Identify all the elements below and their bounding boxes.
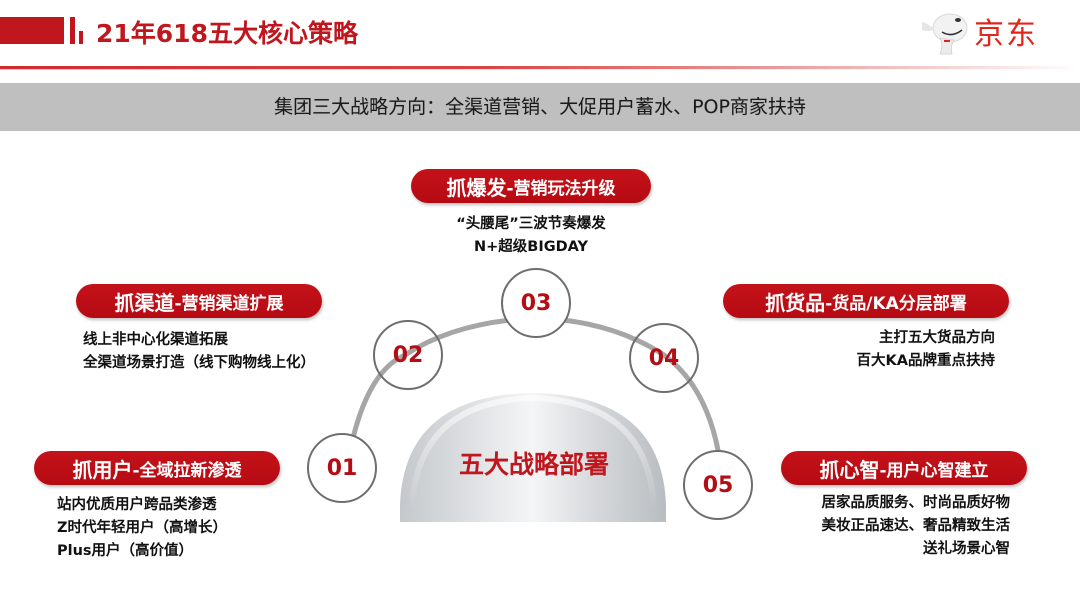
header-accent-block [0,17,64,44]
jd-logo-text: 京东 [974,17,1038,52]
step-number-02: 02 [373,320,443,390]
step-03-line-2: N+超级BIGDAY [473,239,588,255]
step-01-pill: 抓用户-全域拉新渗透 [34,451,280,485]
step-02-description: 线上非中心化渠道拓展 全渠道场景打造（线下购物线上化） [83,329,315,375]
step-05-pill: 抓心智-用户心智建立 [781,451,1027,485]
step-number-04: 04 [629,323,699,393]
step-04-line-1: 主打五大货品方向 [879,330,995,346]
step-04-line-2: 百大KA品牌重点扶持 [856,353,995,369]
step-05-description: 居家品质服务、时尚品质好物 美妆正品速达、奢品精致生活 送礼场景心智 [790,492,1011,561]
banner-text: 集团三大战略方向：全渠道营销、大促用户蓄水、POP商家扶持 [274,96,806,118]
step-02-line-2: 全渠道场景打造（线下购物线上化） [83,355,315,371]
step-01-title: 抓用户 [72,457,133,482]
step-01-subtitle: -全域拉新渗透 [132,460,242,481]
step-04-pill: 抓货品-货品/KA分层部署 [723,284,1009,318]
step-05-title: 抓心智 [819,457,880,482]
step-01-line-1: 站内优质用户跨品类渗透 [57,497,217,513]
step-02-title: 抓渠道 [114,290,175,315]
header-divider [0,66,1080,69]
step-number-03: 03 [501,268,571,338]
header-accent-bar [70,17,75,44]
step-number-01: 01 [307,433,377,503]
step-03-pill: 抓爆发-营销玩法升级 [411,169,651,203]
step-05-line-1: 居家品质服务、时尚品质好物 [821,495,1011,511]
jd-dog-mascot-icon [922,13,968,55]
step-number-05: 05 [683,450,753,520]
step-01-description: 站内优质用户跨品类渗透 Z时代年轻用户（高增长） Plus用户（高价值） [57,494,227,563]
step-04-title: 抓货品 [765,290,826,315]
page-title: 21年618五大核心策略 [96,19,358,48]
step-04-subtitle: -货品/KA分层部署 [825,293,967,314]
strategy-banner: 集团三大战略方向：全渠道营销、大促用户蓄水、POP商家扶持 [0,83,1080,131]
step-03-line-1: “头腰尾”三波节奏爆发 [456,216,606,232]
step-02-subtitle: -营销渠道扩展 [174,293,284,314]
jd-logo: 京东 [918,8,1048,58]
center-label: 五大战略部署 [458,450,609,479]
step-02-pill: 抓渠道-营销渠道扩展 [76,284,322,318]
header-divider-shadow [0,69,1080,70]
step-02-line-1: 线上非中心化渠道拓展 [83,332,228,348]
step-05-line-3: 送礼场景心智 [923,541,1010,557]
step-03-title: 抓爆发 [446,175,507,200]
step-03-subtitle: -营销玩法升级 [506,178,616,199]
step-03-description: “头腰尾”三波节奏爆发 N+超级BIGDAY [411,213,651,259]
step-01-line-2: Z时代年轻用户（高增长） [57,520,228,536]
step-01-line-3: Plus用户（高价值） [57,543,194,559]
step-05-line-2: 美妆正品速达、奢品精致生活 [821,518,1011,534]
step-05-subtitle: -用户心智建立 [879,460,989,481]
step-04-description: 主打五大货品方向 百大KA品牌重点扶持 [760,327,995,373]
header-accent-bar-short [79,31,83,44]
